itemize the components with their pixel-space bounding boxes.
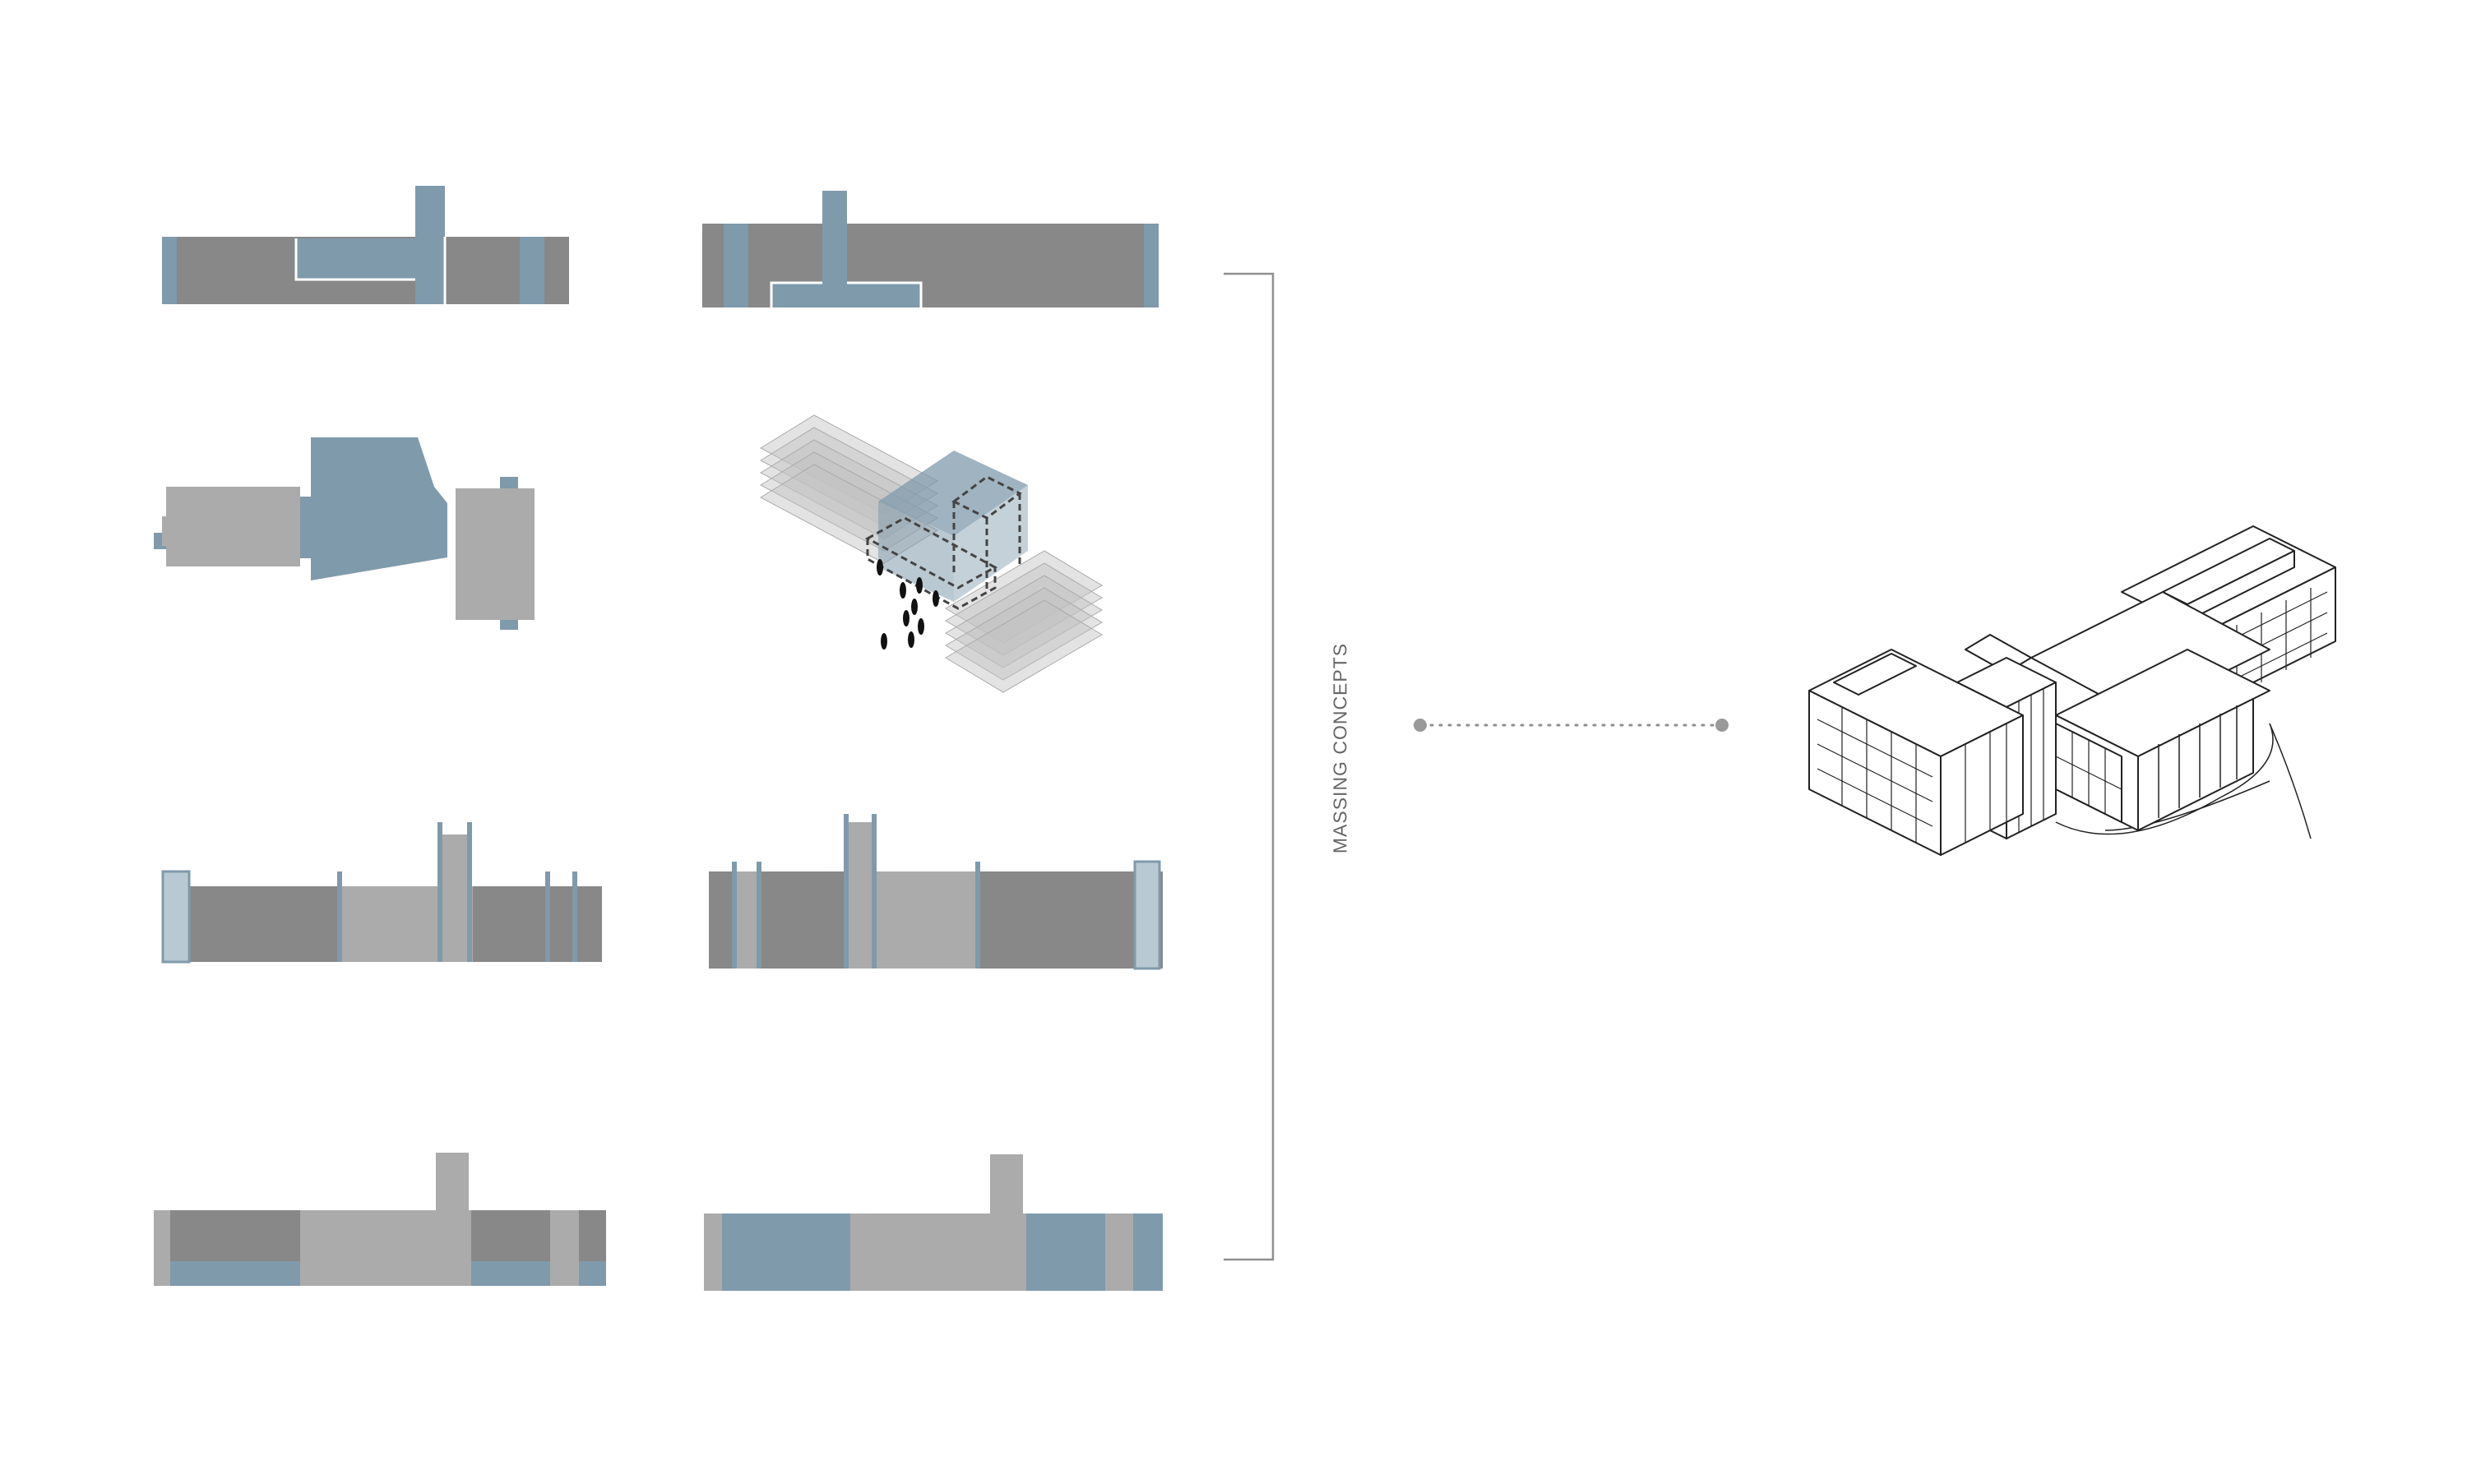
dotted-connector [1414, 719, 1729, 732]
axonometric-2b [759, 414, 1103, 693]
elevation-4b [704, 1154, 1163, 1291]
people-figures [877, 559, 939, 650]
elevation-1b [702, 191, 1159, 307]
elevation-1a [162, 186, 569, 304]
elevation-3a [161, 822, 602, 964]
massing-concepts-label: MASSING CONCEPTS [1329, 642, 1351, 854]
plan-2a [154, 437, 535, 630]
grouping-bracket [1224, 272, 1275, 1261]
elevation-3b [709, 814, 1163, 970]
isometric-building-sketch [1808, 525, 2336, 856]
elevation-4a [154, 1153, 606, 1286]
